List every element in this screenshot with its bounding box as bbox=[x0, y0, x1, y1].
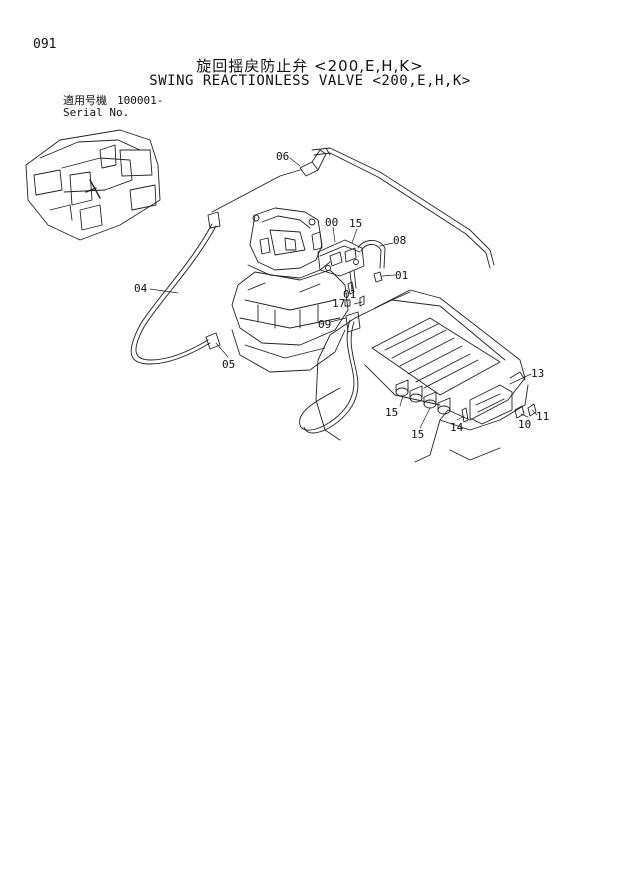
callout-11: 11 bbox=[536, 410, 549, 423]
leader-lines bbox=[149, 157, 538, 429]
callout-05: 05 bbox=[222, 358, 235, 371]
callout-10: 10 bbox=[518, 418, 531, 431]
callout-labels: 06 00 15 08 01 01 04 05 17 09 13 15 15 1… bbox=[134, 150, 549, 441]
callout-06: 06 bbox=[276, 150, 289, 163]
callout-08: 08 bbox=[393, 234, 406, 247]
callout-01: 01 bbox=[395, 269, 408, 282]
serial-label-english: Serial No. bbox=[63, 106, 130, 119]
serial-value: 100001- bbox=[117, 94, 164, 107]
callout-04: 04 bbox=[134, 282, 148, 295]
serial-info: 適用号機 100001- Serial No. bbox=[63, 95, 163, 119]
swing-reactionless-valve bbox=[317, 239, 365, 307]
machine-overview-thumbnail bbox=[25, 129, 161, 241]
hose-04 bbox=[130, 211, 221, 365]
hose-08 bbox=[357, 240, 386, 269]
page-title-japanese: 旋回揺戻防止弁 <200,E,H,K> bbox=[196, 57, 424, 75]
pipe-line-upper bbox=[311, 147, 495, 269]
small-fasteners bbox=[347, 271, 537, 423]
callout-15-left: 15 bbox=[385, 406, 398, 419]
callout-13: 13 bbox=[531, 367, 544, 380]
callout-14: 14 bbox=[450, 421, 464, 434]
fitting-06 bbox=[211, 149, 327, 213]
frame-structure bbox=[315, 289, 529, 463]
callout-09: 09 bbox=[318, 318, 331, 331]
page-title-english: SWING REACTIONLESS VALVE <200,E,H,K> bbox=[149, 73, 471, 89]
callout-17: 17 bbox=[332, 297, 345, 310]
hose-09 bbox=[299, 311, 361, 434]
callout-15: 15 bbox=[349, 217, 362, 230]
page-number: 091 bbox=[33, 37, 57, 52]
callout-15-bottom: 15 bbox=[411, 428, 424, 441]
swing-motor-assembly bbox=[231, 207, 349, 373]
callout-00: 00 bbox=[325, 216, 338, 229]
cylinders-15 bbox=[395, 379, 451, 415]
serial-label-japanese: 適用号機 bbox=[63, 94, 107, 107]
callout-01-lower: 01 bbox=[343, 288, 356, 301]
